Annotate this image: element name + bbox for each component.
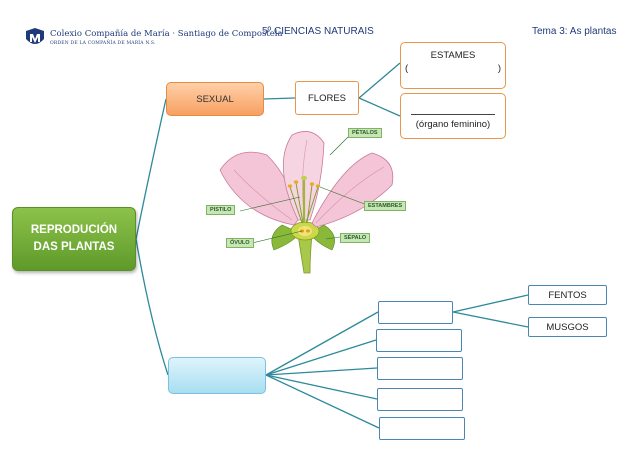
asexual-answer-box-4[interactable] [377,388,463,411]
flower-diagram: PÉTALOS PISTILO ESTAMBRES ÓVULO SÉPALO [206,125,412,275]
pistilo-caption: (órgano feminino) [415,119,491,130]
school-title: Colexio Compañía de María · Santiago de … [50,29,283,39]
musgos-box: MUSGOS [528,317,607,337]
topic-title: Tema 3: As plantas [532,26,617,37]
flower-label-petalos: PÉTALOS [348,128,382,138]
asexual-answer-box-2[interactable] [376,329,462,352]
flower-label-pistilo: PISTILO [206,205,236,215]
school-name: Colexio Compañía de María · Santiago de … [50,30,283,48]
asexual-answer-box-1[interactable] [378,301,453,324]
estames-label: ESTAMES [430,50,476,61]
main-topic-box: REPRODUCIÓN DAS PLANTAS [12,207,136,271]
estames-box: ESTAMES ( ) [400,42,506,89]
course-title: 5º CIENCIAS NATURAIS [262,26,374,37]
school-subtitle: ORDEN DE LA COMPAÑÍA DE MARÍA N.S. [50,41,156,46]
estames-paren-close: ) [497,63,501,74]
asexual-answer-box-3[interactable] [377,357,463,380]
sexual-box: SEXUAL [166,82,264,116]
flower-label-ovulo: ÓVULO [226,238,254,248]
fentos-box: FENTOS [528,285,607,305]
main-topic-line1: REPRODUCIÓN [30,224,118,236]
asexual-box[interactable] [168,357,266,394]
flower-label-estambres: ESTAMBRES [364,201,407,211]
asexual-answer-box-5[interactable] [379,417,465,440]
flower-illustration [219,131,394,274]
pistilo-box: (órgano feminino) [400,93,506,139]
estames-blank[interactable]: ( ) [405,63,501,77]
flores-box: FLORES [295,81,359,115]
school-logo [24,27,46,49]
flower-label-sepalo: SÉPALO [340,233,371,243]
pistilo-blank-line[interactable] [411,112,495,115]
main-topic-line2: DAS PLANTAS [33,241,115,253]
estames-paren-open: ( [405,63,409,74]
